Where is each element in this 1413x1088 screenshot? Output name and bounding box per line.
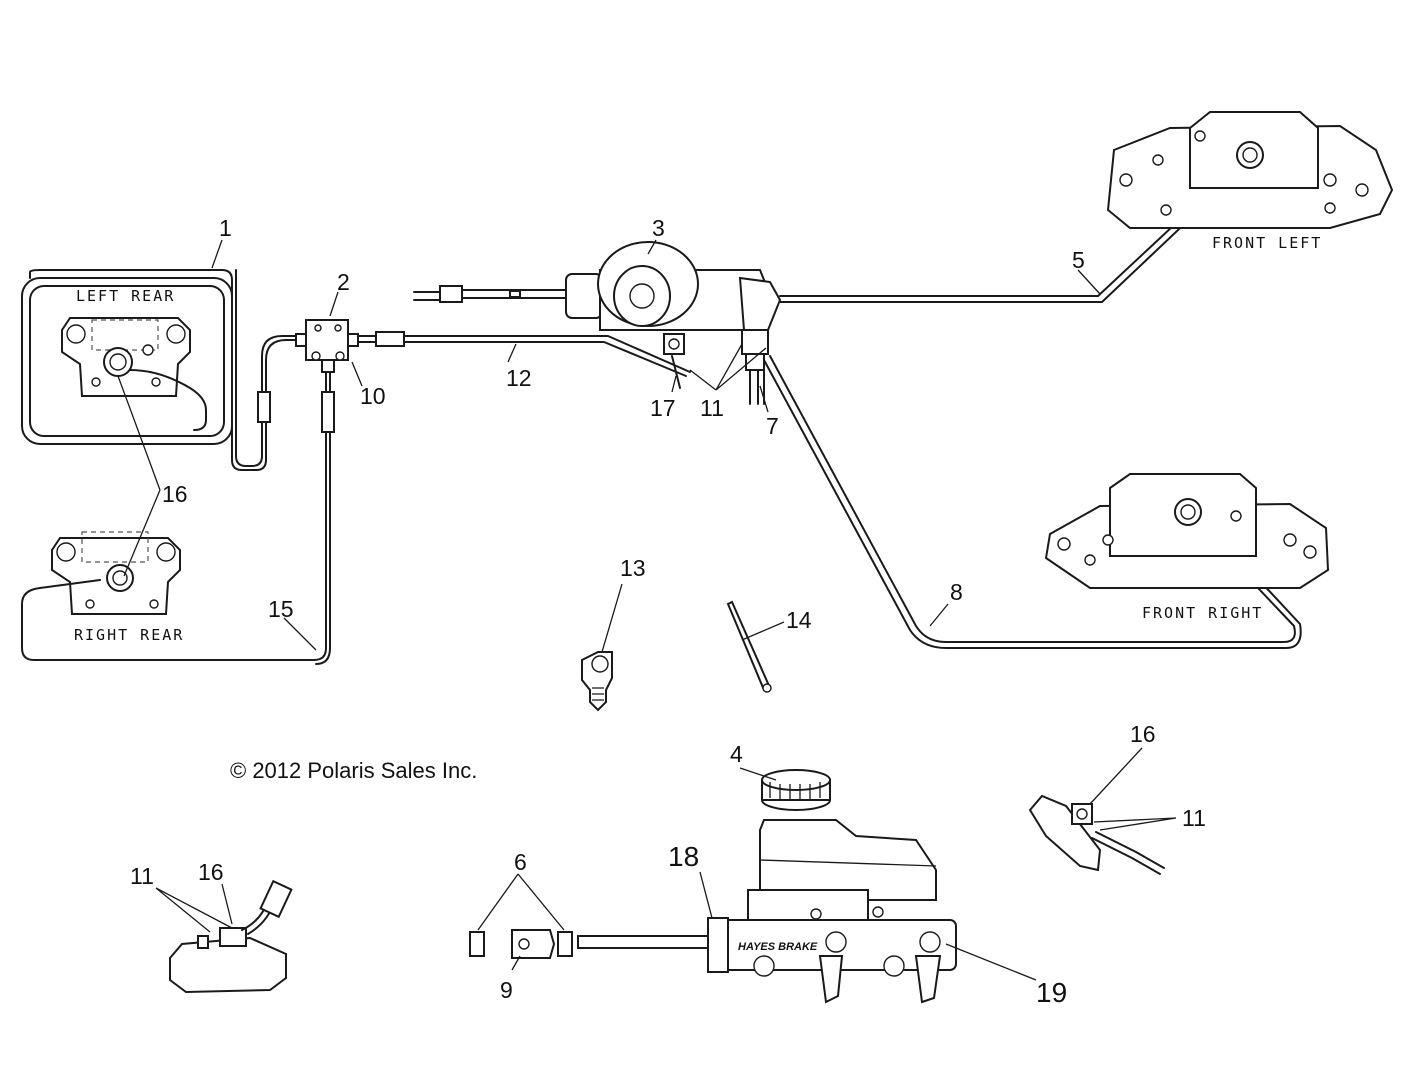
brake-tee-block xyxy=(295,319,359,373)
callout-4: 4 xyxy=(730,741,743,767)
left-rear-label: LEFT REAR xyxy=(76,287,175,305)
front-right-caliper xyxy=(1044,473,1330,589)
callout-16c: 16 xyxy=(198,859,224,885)
master-cylinder: HAYES BRAKE xyxy=(577,819,957,1004)
callout-5: 5 xyxy=(1072,247,1085,273)
callout-11b: 11 xyxy=(1182,805,1206,831)
callout-11c: 11 xyxy=(130,863,154,889)
callout-7: 7 xyxy=(766,413,779,439)
callout-2: 2 xyxy=(337,269,350,295)
brake-line-15 xyxy=(21,371,327,661)
leader-lines xyxy=(117,239,1177,981)
copyright-notice: © 2012 Polaris Sales Inc. xyxy=(230,758,477,783)
callout-16b: 16 xyxy=(1130,721,1156,747)
brake-line-12 xyxy=(357,335,691,373)
right-rear-label: RIGHT REAR xyxy=(74,626,184,644)
front-left-label: FRONT LEFT xyxy=(1212,234,1322,252)
rear-caliper-detail xyxy=(169,879,293,994)
hayes-brake-logo: HAYES BRAKE xyxy=(738,941,818,953)
callout-3: 3 xyxy=(652,215,665,241)
callout-14: 14 xyxy=(786,607,812,633)
callout-13: 13 xyxy=(620,555,646,581)
brake-light-switch xyxy=(581,651,613,712)
left-rear-caliper xyxy=(21,277,233,445)
callout-11a: 11 xyxy=(700,395,724,421)
brake-line-8 xyxy=(769,355,1296,643)
front-left-caliper xyxy=(1106,111,1394,229)
callout-6: 6 xyxy=(514,849,527,875)
front-caliper-detail xyxy=(1028,794,1165,875)
reservoir-cap xyxy=(761,769,831,811)
callout-8: 8 xyxy=(950,579,963,605)
front-right-label: FRONT RIGHT xyxy=(1142,604,1263,622)
callout-19: 19 xyxy=(1036,977,1067,1008)
callout-9: 9 xyxy=(500,977,513,1003)
right-rear-caliper xyxy=(51,531,181,615)
brake-line-1 xyxy=(129,369,207,431)
callout-1: 1 xyxy=(219,215,232,241)
callout-18: 18 xyxy=(668,841,699,872)
cotter-pin xyxy=(726,600,772,693)
callout-12: 12 xyxy=(506,365,532,391)
clevis-assembly xyxy=(469,929,573,959)
callout-10: 10 xyxy=(360,383,386,409)
callout-16a: 16 xyxy=(162,481,188,507)
callout-17: 17 xyxy=(650,395,676,421)
master-cylinder-assembly xyxy=(413,241,782,405)
callout-15: 15 xyxy=(268,596,294,622)
